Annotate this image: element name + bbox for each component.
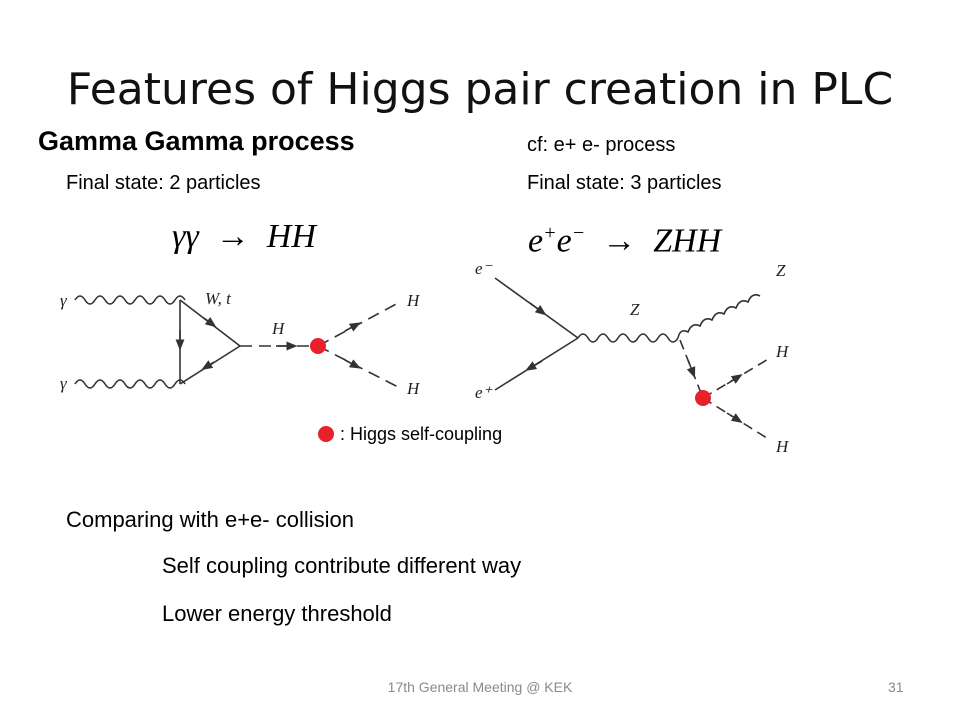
z-propagator-label: Z <box>630 300 640 319</box>
left-final-state: Final state: 2 particles <box>66 172 261 194</box>
footer-text: 17th General Meeting @ KEK <box>387 679 573 695</box>
comparison-point: Lower energy threshold <box>162 601 392 626</box>
higgs-label-right-bottom: H <box>775 437 790 456</box>
higgs-propagator-right-arrow <box>686 359 696 379</box>
eq-e1: e <box>528 222 544 260</box>
photon-label-top: γ <box>60 291 68 310</box>
higgs-label-bottom: H <box>406 379 421 398</box>
right-final-state: Final state: 3 particles <box>527 172 722 194</box>
slide-title: Features of Higgs pair creation in PLC <box>66 64 894 115</box>
arrow-icon: → <box>207 218 259 255</box>
z-out <box>677 294 761 339</box>
arrow-icon: → <box>593 222 645 260</box>
z-propagator <box>577 333 679 343</box>
self-coupling-vertex-left <box>310 338 326 354</box>
higgs-out-right-top-arrow <box>726 373 743 385</box>
self-coupling-dot-icon <box>318 426 334 442</box>
higgs-out-top <box>317 301 401 347</box>
electron-arrow <box>529 302 547 316</box>
eq-plus: + <box>543 222 557 244</box>
eq-rhs: ZHH <box>653 222 722 260</box>
positron-label: e⁺ <box>475 383 494 402</box>
ee-process-heading: cf: e+ e- process <box>527 134 676 156</box>
legend: : Higgs self-coupling <box>318 424 502 445</box>
higgs-out-top-arrow <box>344 322 361 332</box>
eq-minus: − <box>571 222 586 244</box>
ee-equation: e+e− → ZHH <box>528 222 721 260</box>
gamma-gamma-heading: Gamma Gamma process <box>38 126 355 156</box>
higgs-out-right-bottom-arrow <box>726 412 743 424</box>
z-out-label: Z <box>776 261 786 280</box>
electron-label: e⁻ <box>475 259 494 278</box>
loop-top-arrow <box>203 317 217 328</box>
eq-rhs: HH <box>266 218 316 255</box>
photon-line-bottom <box>74 379 186 389</box>
higgs-label-right-top: H <box>775 342 790 361</box>
page-number: 31 <box>888 679 904 695</box>
positron-arrow <box>525 360 543 371</box>
higgs-label-top: H <box>406 291 421 310</box>
eq-lhs: γγ <box>172 218 199 255</box>
comparison-point: Self coupling contribute different way <box>162 553 522 578</box>
higgs-propagator-right <box>679 339 704 399</box>
ee-diagram <box>494 277 771 441</box>
eq-e2: e <box>556 222 572 260</box>
photon-label-bottom: γ <box>60 374 68 393</box>
photon-line-top <box>74 295 186 305</box>
gamma-gamma-equation: γγ → HH <box>172 218 316 256</box>
comparison-heading: Comparing with e+e- collision <box>66 507 354 532</box>
higgs-out-bottom-arrow <box>344 359 361 369</box>
higgs-out-bottom <box>317 345 401 389</box>
legend-text: : Higgs self-coupling <box>340 424 503 444</box>
loop-label: W, t <box>205 289 232 308</box>
higgs-propagator-label: H <box>271 319 286 338</box>
loop-bottom-arrow <box>201 360 215 370</box>
self-coupling-vertex-right <box>695 390 711 406</box>
gamma-gamma-diagram <box>74 295 401 389</box>
